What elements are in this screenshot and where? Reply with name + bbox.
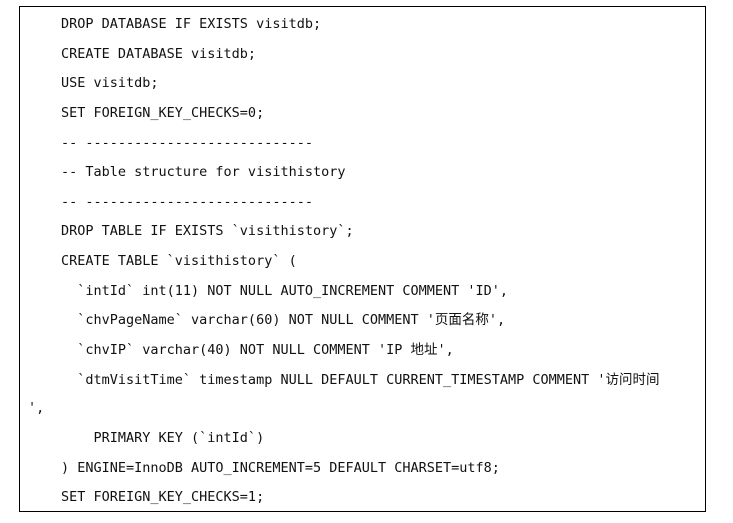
- code-line: `dtmVisitTime` timestamp NULL DEFAULT CU…: [61, 372, 660, 388]
- code-line: `chvIP` varchar(40) NOT NULL COMMENT 'IP…: [61, 342, 454, 358]
- code-line: -- ----------------------------: [61, 135, 313, 151]
- code-line: SET FOREIGN_KEY_CHECKS=1;: [61, 489, 265, 505]
- code-line: CREATE DATABASE visitdb;: [61, 46, 257, 62]
- code-line: -- Table structure for visithistory: [61, 164, 346, 180]
- code-line: `chvPageName` varchar(60) NOT NULL COMME…: [61, 312, 506, 328]
- code-line-wrap: ',: [28, 400, 45, 416]
- code-line: SET FOREIGN_KEY_CHECKS=0;: [61, 105, 265, 121]
- code-line: CREATE TABLE `visithistory` (: [61, 253, 297, 269]
- code-line: ) ENGINE=InnoDB AUTO_INCREMENT=5 DEFAULT…: [61, 460, 500, 476]
- code-block: DROP DATABASE IF EXISTS visitdb; CREATE …: [19, 6, 706, 512]
- code-line: `intId` int(11) NOT NULL AUTO_INCREMENT …: [61, 283, 509, 299]
- code-line: DROP DATABASE IF EXISTS visitdb;: [61, 16, 322, 32]
- code-line: DROP TABLE IF EXISTS `visithistory`;: [61, 223, 354, 239]
- code-line: -- ----------------------------: [61, 194, 313, 210]
- code-line: USE visitdb;: [61, 75, 159, 91]
- code-line: PRIMARY KEY (`intId`): [61, 430, 265, 446]
